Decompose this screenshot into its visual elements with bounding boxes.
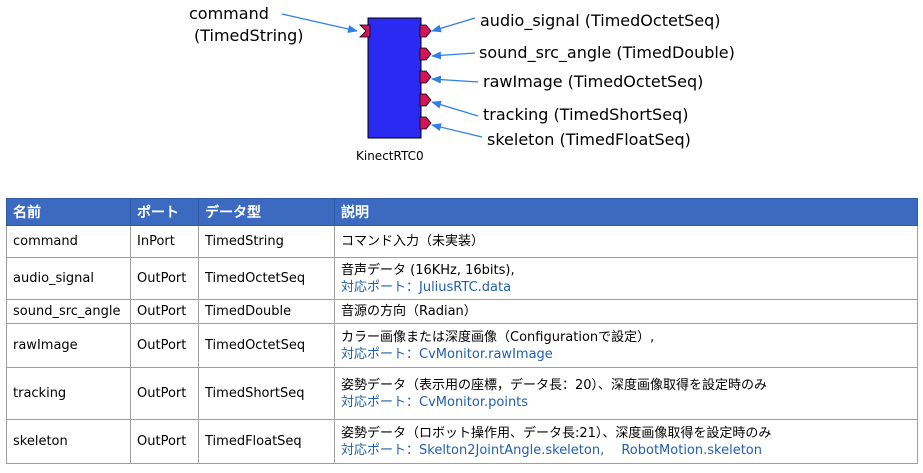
table-row: skeleton OutPort TimedFloatSeq 姿勢データ（ロボッ… <box>6 419 918 464</box>
connected-port-link[interactable]: 対応ポート：CvMonitor.points <box>341 394 529 410</box>
cell-type: TimedShortSeq <box>198 367 335 420</box>
command-port-type: (TimedString) <box>194 26 304 45</box>
table-row: command InPort TimedString コマンド入力（未実装） <box>6 225 918 258</box>
sound-src-angle-outport[interactable] <box>419 47 432 61</box>
cell-type: TimedString <box>198 225 335 258</box>
header-description: 説明 <box>334 198 918 226</box>
cell-port: InPort <box>130 225 199 258</box>
header-type: データ型 <box>198 198 335 226</box>
rawimage-arrow <box>431 75 479 84</box>
port-table: 名前 ポート データ型 説明 command InPort TimedStrin… <box>6 198 918 464</box>
cell-name: rawImage <box>6 323 131 368</box>
skeleton-label: skeleton (TimedFloatSeq) <box>487 130 691 149</box>
cell-description: 音声データ (16KHz, 16bits), 対応ポート：JuliusRTC.d… <box>334 257 918 300</box>
connected-port-link[interactable]: 対応ポート：CvMonitor.rawImage <box>341 346 553 362</box>
cell-description: 姿勢データ（ロボット操作用、データ長:21）、深度画像取得を設定時のみ 対応ポー… <box>334 419 918 464</box>
cell-description: 姿勢データ（表示用の座標，データ長：20）、深度画像取得を設定時のみ 対応ポート… <box>334 367 918 420</box>
command-arrow <box>281 13 358 33</box>
skeleton-arrow <box>431 123 483 138</box>
sound-src-angle-label: sound_src_angle (TimedDouble) <box>479 43 735 63</box>
component-name: KinectRTC0 <box>356 149 424 163</box>
description-text: 姿勢データ（ロボット操作用、データ長:21）、深度画像取得を設定時のみ <box>341 425 772 441</box>
cell-port: OutPort <box>130 419 199 464</box>
skeleton-outport[interactable] <box>419 116 432 130</box>
cell-name: audio_signal <box>6 257 131 300</box>
table-row: sound_src_angle OutPort TimedDouble 音源の方… <box>6 299 918 324</box>
cell-name: command <box>6 225 131 258</box>
table-row: tracking OutPort TimedShortSeq 姿勢データ（表示用… <box>6 367 918 420</box>
header-name: 名前 <box>6 198 131 226</box>
audio-signal-arrow <box>431 17 476 33</box>
component-block[interactable] <box>367 17 422 139</box>
description-text: 音源の方向（Radian） <box>341 304 477 319</box>
tracking-outport[interactable] <box>419 93 432 107</box>
cell-name: tracking <box>6 367 131 420</box>
audio-signal-label: audio_signal (TimedOctetSeq) <box>480 11 720 31</box>
cell-type: TimedDouble <box>198 299 335 324</box>
description-text: カラー画像または深度画像（Configurationで設定）, <box>341 329 655 345</box>
connected-port-link[interactable]: 対応ポート：Skelton2JointAngle.skeleton, Robot… <box>341 442 762 458</box>
cell-type: TimedFloatSeq <box>198 419 335 464</box>
cell-name: skeleton <box>6 419 131 464</box>
cell-description: カラー画像または深度画像（Configurationで設定）, 対応ポート：Cv… <box>334 323 918 368</box>
cell-port: OutPort <box>130 257 199 300</box>
tracking-arrow <box>431 100 479 117</box>
connected-port-link[interactable]: 対応ポート：JuliusRTC.data <box>341 279 512 295</box>
cell-port: OutPort <box>130 367 199 420</box>
cell-type: TimedOctetSeq <box>198 323 335 368</box>
audio-signal-outport[interactable] <box>419 24 432 38</box>
cell-port: OutPort <box>130 323 199 368</box>
rawimage-outport[interactable] <box>419 70 432 84</box>
cell-port: OutPort <box>130 299 199 324</box>
cell-type: TimedOctetSeq <box>198 257 335 300</box>
description-text: コマンド入力（未実装） <box>341 234 485 249</box>
table-row: audio_signal OutPort TimedOctetSeq 音声データ… <box>6 257 918 300</box>
table-row: rawImage OutPort TimedOctetSeq カラー画像または深… <box>6 323 918 368</box>
command-inport[interactable] <box>359 24 371 38</box>
cell-name: sound_src_angle <box>6 299 131 324</box>
rawimage-label: rawImage (TimedOctetSeq) <box>483 72 703 91</box>
component-diagram: command (TimedString) audio_signal (Time… <box>189 4 735 163</box>
header-port: ポート <box>130 198 199 226</box>
table-header-row: 名前 ポート データ型 説明 <box>6 198 918 226</box>
command-port-name: command <box>189 4 269 23</box>
cell-description: 音源の方向（Radian） <box>334 299 918 324</box>
cell-description: コマンド入力（未実装） <box>334 225 918 258</box>
description-text: 姿勢データ（表示用の座標，データ長：20）、深度画像取得を設定時のみ <box>341 377 768 393</box>
description-text: 音声データ (16KHz, 16bits), <box>341 262 515 278</box>
tracking-label: tracking (TimedShortSeq) <box>483 105 688 124</box>
sound-src-angle-arrow <box>431 51 476 60</box>
